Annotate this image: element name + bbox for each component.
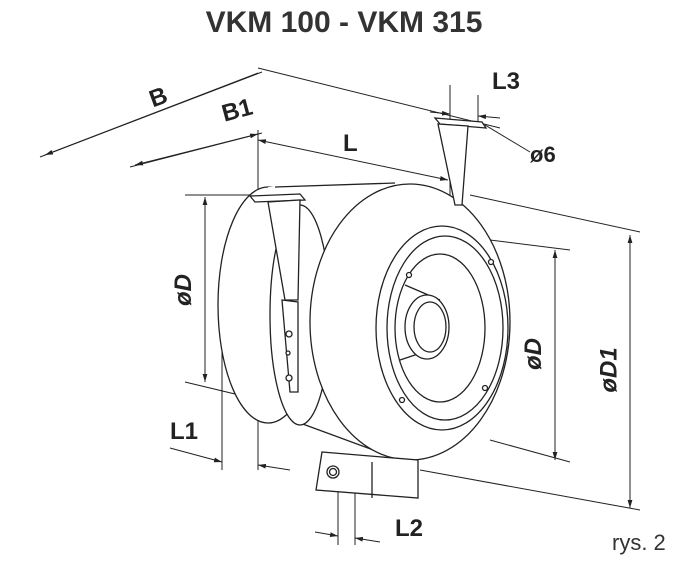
dim-label-L1: L1 (170, 418, 199, 445)
dim-label-D-right: øD (520, 338, 547, 370)
figure-caption: rys. 2 (612, 530, 666, 555)
dim-label-L3: L3 (492, 68, 521, 95)
mounting-bracket-left (248, 193, 307, 393)
outlet-connector (315, 451, 419, 499)
dimension-lines (44, 72, 633, 543)
dim-label-hole-diameter: ø6 (530, 142, 556, 167)
fan-body (217, 182, 511, 461)
drawing-title: VKM 100 - VKM 315 (205, 6, 483, 39)
dim-label-D1: øD1 (595, 347, 623, 393)
dim-label-L: L (343, 130, 358, 157)
dim-label-D-left: øD (170, 274, 197, 306)
mounting-bracket-right (433, 117, 488, 206)
dim-label-L2: L2 (395, 515, 424, 542)
